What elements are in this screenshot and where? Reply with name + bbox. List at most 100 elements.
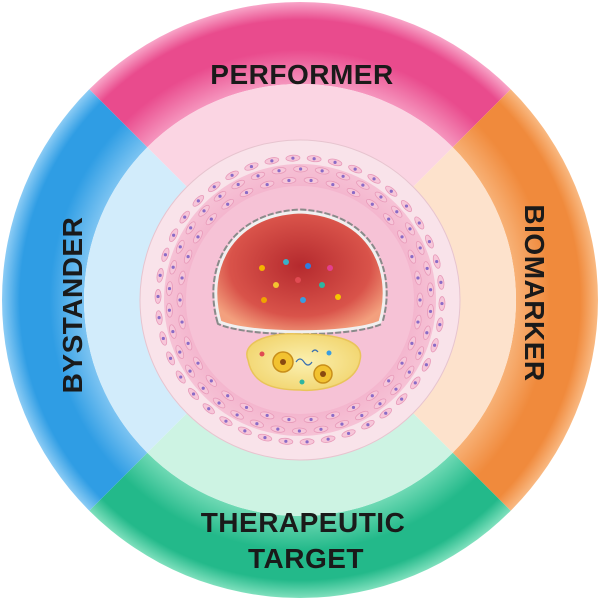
label-target: TARGET: [248, 543, 364, 574]
inner-segment-bystander: [84, 147, 189, 453]
cell-nucleus: [366, 423, 370, 427]
cell-nucleus: [291, 156, 295, 160]
cell-nucleus: [438, 323, 442, 327]
cell-nucleus: [178, 298, 182, 302]
cell-nucleus: [218, 194, 222, 198]
cell-nucleus: [196, 235, 200, 239]
cell-nucleus: [305, 440, 309, 444]
cell-nucleus: [413, 381, 417, 385]
cell-nucleus: [161, 336, 165, 341]
cell-nucleus: [400, 397, 404, 401]
cell-nucleus: [418, 298, 422, 302]
inner-segment-performer: [147, 84, 453, 189]
cell-nucleus: [370, 202, 374, 206]
cell-nucleus: [172, 233, 176, 237]
cell-nucleus: [201, 386, 205, 390]
cell-nucleus: [333, 160, 337, 164]
segment-labels: PERFORMER BIOMARKER BYSTANDER THERAPEUTI…: [57, 59, 550, 574]
cell-nucleus: [235, 413, 239, 417]
cell-nucleus: [326, 437, 330, 441]
inner-ring: [84, 84, 517, 517]
cell-nucleus: [410, 255, 414, 259]
cell-nucleus: [440, 301, 444, 306]
cell-nucleus: [243, 429, 247, 433]
label-biomarker: BIOMARKER: [519, 204, 550, 381]
cell-nucleus: [408, 227, 412, 231]
cell-nucleus: [360, 413, 364, 418]
cell-nucleus: [297, 429, 301, 433]
cell-nucleus: [320, 169, 324, 173]
cell-nucleus: [244, 405, 249, 410]
cell-nucleus: [217, 401, 221, 405]
cell-nucleus: [416, 320, 420, 324]
cell-nucleus: [178, 245, 182, 249]
cell-nucleus: [183, 215, 187, 219]
cell-nucleus: [404, 204, 409, 208]
cell-nucleus: [167, 286, 172, 291]
cell-nucleus: [379, 195, 383, 199]
cell-nucleus: [178, 350, 182, 354]
cell-nucleus: [158, 273, 162, 277]
cell-nucleus: [226, 394, 230, 398]
cell-nucleus: [207, 407, 211, 411]
cell-nucleus: [428, 309, 433, 314]
cell-nucleus: [384, 411, 388, 415]
cell-nucleus: [331, 182, 335, 187]
inner-segment-therapeutic-target: [147, 411, 453, 517]
cell-nucleus: [189, 226, 193, 230]
cell-nucleus: [370, 394, 374, 398]
cell-nucleus: [209, 379, 213, 383]
cell-nucleus: [389, 189, 393, 193]
ring-segment-performer: [89, 2, 511, 148]
blood-particles: [259, 259, 341, 303]
label-bystander: BYSTANDER: [57, 217, 88, 394]
ring-segment-biomarker: [452, 89, 598, 511]
cell-nucleus: [212, 185, 216, 189]
ring-segment-therapeutic-target: [89, 452, 511, 598]
cell-nucleus: [167, 308, 171, 312]
cell-nucleus: [186, 255, 190, 259]
cell-nucleus: [429, 288, 433, 292]
cell-nucleus: [226, 202, 230, 206]
cell-nucleus: [319, 427, 323, 431]
cell-nucleus: [312, 157, 316, 161]
cell-nucleus: [416, 276, 420, 280]
cell-nucleus: [230, 173, 234, 177]
cell-nucleus: [171, 329, 175, 334]
cell-nucleus: [263, 436, 267, 440]
cell-nucleus: [378, 402, 382, 406]
cell-nucleus: [256, 174, 260, 178]
cell-nucleus: [435, 259, 439, 264]
cell-nucleus: [276, 427, 280, 431]
label-performer: PERFORMER: [210, 59, 393, 90]
cell-nucleus: [277, 169, 281, 173]
cell-nucleus: [351, 405, 356, 410]
cell-nucleus: [191, 392, 196, 396]
cell-nucleus: [387, 379, 391, 383]
vessel-cross-section: [139, 139, 461, 461]
cell-nucleus: [439, 280, 443, 284]
cell-nucleus: [168, 356, 173, 361]
cell-nucleus: [418, 351, 422, 355]
cell-nucleus: [287, 417, 291, 422]
cell-nucleus: [410, 341, 414, 345]
cell-nucleus: [427, 239, 432, 244]
cell-nucleus: [156, 294, 160, 299]
foam-cells: [259, 349, 333, 385]
cell-nucleus: [372, 177, 376, 181]
cell-nucleus: [418, 246, 422, 250]
cell-nucleus: [249, 164, 254, 169]
cell-nucleus: [346, 431, 351, 436]
smooth-muscle-cells: [154, 154, 446, 446]
cell-nucleus: [351, 190, 356, 195]
cell-nucleus: [424, 363, 428, 367]
label-therapeutic: THERAPEUTIC: [201, 507, 406, 538]
cell-nucleus: [331, 413, 335, 418]
cell-nucleus: [425, 266, 429, 271]
cell-nucleus: [163, 253, 167, 257]
cell-nucleus: [340, 422, 344, 426]
cell-nucleus: [309, 417, 313, 422]
ring-segment-bystander: [2, 89, 148, 511]
cell-nucleus: [361, 183, 365, 187]
